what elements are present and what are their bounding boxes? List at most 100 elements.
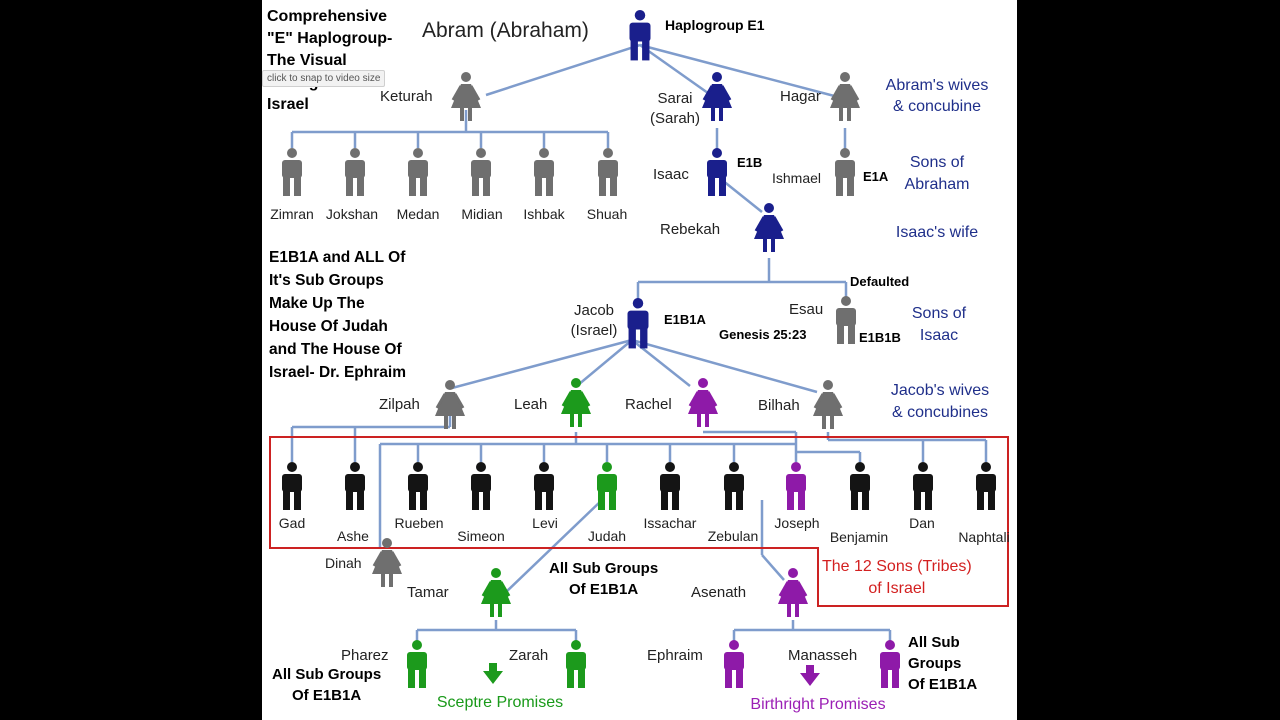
side-label-sons-abraham-2: Abraham bbox=[904, 176, 970, 193]
tribes-frame bbox=[269, 436, 1009, 607]
zimran-figure-icon bbox=[282, 148, 302, 196]
label-ephraim: Ephraim bbox=[647, 647, 703, 664]
haplogroup-note: E1B1A and ALL Of It's Sub Groups Make Up… bbox=[269, 246, 406, 384]
label-judah: Judah bbox=[587, 528, 627, 544]
bilhah-figure-icon bbox=[813, 380, 843, 429]
jacob-figure-icon bbox=[627, 298, 649, 349]
label-tamar: Tamar bbox=[407, 584, 449, 601]
subgroups-center-line-2: Of E1B1A bbox=[568, 581, 639, 598]
label-sarah: (Sarah) bbox=[649, 110, 701, 127]
label-manasseh: Manasseh bbox=[788, 647, 858, 664]
label-israel: (Israel) bbox=[570, 322, 618, 339]
label-hagar: Hagar bbox=[780, 88, 821, 105]
label-midian: Midian bbox=[461, 206, 503, 222]
ishbak-figure-icon bbox=[534, 148, 554, 196]
line-jacob-bilhah bbox=[631, 338, 818, 394]
ephraim-figure-icon bbox=[724, 640, 744, 688]
subgroups-right-line-1: All Sub bbox=[908, 634, 960, 651]
judah-figure-icon bbox=[597, 462, 617, 510]
snap-tooltip[interactable]: click to snap to video size bbox=[262, 70, 386, 87]
subgroups-left-line-1: All Sub Groups bbox=[272, 666, 382, 683]
zilpah-figure-icon bbox=[435, 380, 465, 429]
title-line-2: "E" Haplogroup- bbox=[267, 30, 393, 47]
dinah-figure-icon bbox=[372, 538, 402, 587]
side-label-isaacs-wife: Isaac's wife bbox=[895, 224, 979, 241]
label-rebekah: Rebekah bbox=[660, 221, 721, 238]
label-esau: Esau bbox=[789, 301, 824, 318]
label-joseph: Joseph bbox=[774, 515, 820, 531]
label-medan: Medan bbox=[396, 206, 440, 222]
midian-figure-icon bbox=[471, 148, 491, 196]
title-line-5: Israel bbox=[267, 96, 309, 113]
note-line: It's Sub Groups bbox=[269, 272, 384, 289]
haplogroup-ishmael: E1A bbox=[863, 169, 889, 184]
esau-figure-icon bbox=[836, 296, 856, 344]
note-line: and The House Of bbox=[269, 341, 402, 358]
label-zimran: Zimran bbox=[270, 206, 314, 222]
note-line: Israel- Dr. Ephraim bbox=[269, 364, 406, 381]
line-judah-tamar bbox=[505, 499, 603, 593]
line-abram-keturah bbox=[485, 43, 641, 97]
naphtali-figure-icon bbox=[976, 462, 996, 510]
medan-figure-icon bbox=[408, 148, 428, 196]
label-gad: Gad bbox=[278, 515, 306, 531]
asenath-figure-icon bbox=[778, 568, 808, 617]
side-label-abram-wives-1: Abram's wives bbox=[885, 77, 989, 94]
haplogroup-jacob: E1B1A bbox=[664, 312, 706, 327]
connector-lines bbox=[269, 10, 1009, 688]
birthright-promises: Birthright Promises bbox=[750, 696, 886, 713]
label-simeon: Simeon bbox=[457, 528, 505, 544]
sceptre-arrow bbox=[483, 663, 503, 684]
label-ashe: Ashe bbox=[337, 528, 369, 544]
sceptre-promises: Sceptre Promises bbox=[436, 694, 564, 711]
sarai-figure-icon bbox=[702, 72, 732, 121]
tribes-label: The 12 Sons (Tribes) of Israel bbox=[822, 556, 972, 600]
subgroups-left-line-2: Of E1B1A bbox=[291, 687, 362, 704]
label-naphtali: Naphtali bbox=[958, 529, 1010, 545]
side-label-sons-isaac-1: Sons of bbox=[911, 305, 967, 322]
side-label-jacob-wives-2: & concubines bbox=[891, 404, 989, 421]
isaac-figure-icon bbox=[707, 148, 727, 196]
subgroups-right-line-2: Groups bbox=[908, 655, 962, 672]
benjamin-figure-icon bbox=[850, 462, 870, 510]
label-rachel: Rachel bbox=[625, 396, 672, 413]
label-jokshan: Jokshan bbox=[325, 206, 379, 222]
label-leah: Leah bbox=[514, 396, 548, 413]
label-abram: Abram (Abraham) bbox=[422, 19, 589, 42]
label-zarah: Zarah bbox=[509, 647, 549, 664]
line-isaac-rebekah bbox=[721, 179, 763, 213]
line-jacob-leah bbox=[577, 339, 633, 386]
label-keturah: Keturah bbox=[380, 88, 433, 105]
tamar-figure-icon bbox=[481, 568, 511, 617]
ashe-figure-icon bbox=[345, 462, 365, 510]
chart-title: Comprehensive "E" Haplogroup- The Visual… bbox=[267, 6, 392, 116]
birthright-arrow bbox=[800, 665, 820, 686]
keturah-figure-icon bbox=[451, 72, 481, 121]
joseph-figure-icon bbox=[786, 462, 806, 510]
pharez-figure-icon bbox=[407, 640, 427, 688]
subgroups-right: All Sub Groups Of E1B1A bbox=[908, 632, 977, 695]
leah-figure-icon bbox=[561, 378, 591, 427]
haplogroup-esau: E1B1B bbox=[859, 330, 901, 345]
haplogroup-isaac: E1B bbox=[737, 155, 763, 170]
jokshan-figure-icon bbox=[345, 148, 365, 196]
issachar-figure-icon bbox=[660, 462, 680, 510]
dan-figure-icon bbox=[913, 462, 933, 510]
hagar-figure-icon bbox=[830, 72, 860, 121]
subgroups-right-line-3: Of E1B1A bbox=[908, 676, 978, 693]
subgroups-center: All Sub Groups Of E1B1A bbox=[549, 558, 658, 600]
diagram-frame: Comprehensive "E" Haplogroup- The Visual… bbox=[262, 0, 1017, 720]
rachel-figure-icon bbox=[688, 378, 718, 427]
label-shuah: Shuah bbox=[586, 206, 628, 222]
rueben-figure-icon bbox=[408, 462, 428, 510]
note-line: House Of Judah bbox=[269, 318, 388, 335]
line-jacob-zilpah bbox=[451, 338, 633, 390]
label-issachar: Issachar bbox=[643, 515, 697, 531]
zarah-figure-icon bbox=[566, 640, 586, 688]
haplogroup-abram: Haplogroup E1 bbox=[665, 17, 765, 33]
label-zilpah: Zilpah bbox=[379, 396, 420, 413]
label-sarai: Sarai bbox=[657, 90, 693, 107]
label-asenath: Asenath bbox=[691, 584, 747, 601]
abram-figure-icon bbox=[629, 10, 651, 61]
tribes-label-line-1: The 12 Sons (Tribes) bbox=[822, 558, 972, 575]
